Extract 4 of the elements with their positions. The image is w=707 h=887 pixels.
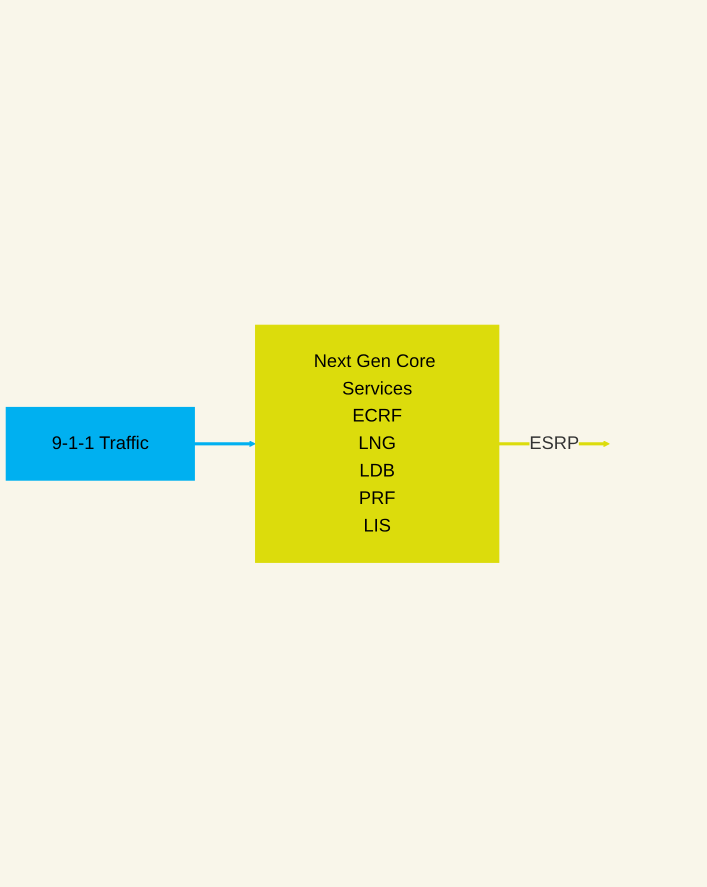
edge-label: ESRP — [529, 432, 580, 454]
arrow — [194, 440, 256, 447]
node-box: Next Gen Core Services ECRF LNG LDB PRF LIS — [255, 324, 500, 563]
node-box: 9-1-1 Traffic — [6, 406, 195, 480]
